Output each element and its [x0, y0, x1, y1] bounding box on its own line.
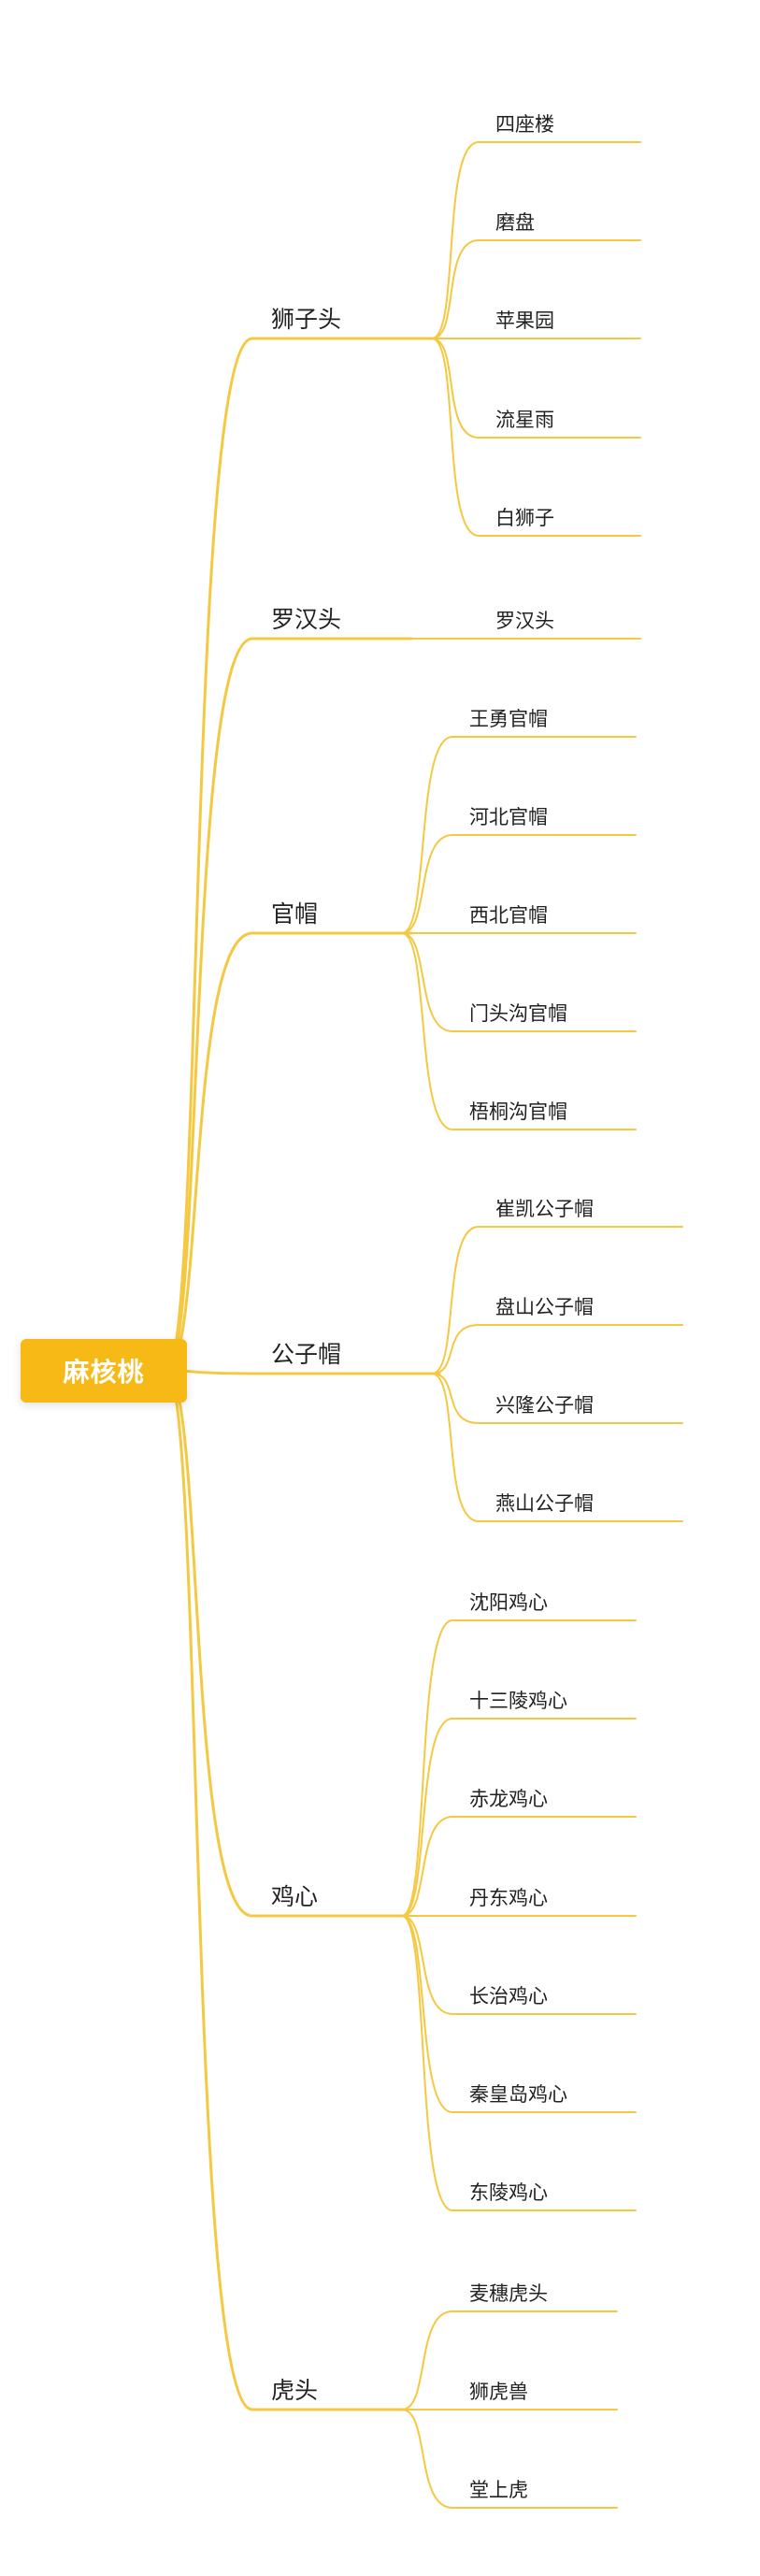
leaf-connector [431, 1324, 683, 1374]
branch-connector [165, 1369, 409, 1918]
leaf-node[interactable]: 堂上虎 [469, 2479, 528, 2501]
leaf-node[interactable]: 崔凯公子帽 [495, 1198, 594, 1220]
leaf-connector [401, 1619, 637, 1917]
branch-node[interactable]: 狮子头 [271, 306, 342, 333]
branch-node[interactable]: 公子帽 [271, 1341, 342, 1368]
branch-connector [165, 1369, 409, 2411]
leaf-node[interactable]: 白狮子 [495, 507, 554, 529]
leaf-connector [401, 932, 637, 1032]
branch-node[interactable]: 虎头 [271, 2377, 319, 2404]
branch-connector [165, 337, 434, 1373]
leaf-node[interactable]: 狮虎兽 [469, 2381, 528, 2403]
leaf-connector [431, 141, 641, 339]
leaf-node[interactable]: 王勇官帽 [469, 708, 548, 730]
leaf-connector [401, 1915, 637, 2211]
root-node[interactable]: 麻核桃 [21, 1339, 187, 1403]
leaf-node[interactable]: 麦穗虎头 [469, 2282, 548, 2305]
leaf-node[interactable]: 沈阳鸡心 [469, 1591, 548, 1614]
leaf-connector [431, 1373, 683, 1522]
branch-connector [165, 637, 413, 1373]
leaf-connector [401, 2310, 618, 2411]
leaf-node[interactable]: 流星雨 [495, 409, 554, 431]
leaf-node[interactable]: 丹东鸡心 [469, 1887, 548, 1909]
leaf-node[interactable]: 十三陵鸡心 [469, 1690, 567, 1712]
branch-node[interactable]: 鸡心 [271, 1883, 319, 1910]
leaf-node[interactable]: 门头沟官帽 [469, 1002, 567, 1025]
leaf-connector [401, 736, 637, 934]
leaf-connector [431, 239, 641, 339]
leaf-node[interactable]: 盘山公子帽 [495, 1296, 594, 1318]
leaf-connector [401, 1816, 637, 1917]
leaf-node[interactable]: 兴隆公子帽 [495, 1394, 594, 1417]
branch-connector [165, 931, 413, 1373]
leaf-node[interactable]: 秦皇岛鸡心 [469, 2083, 567, 2106]
leaf-node[interactable]: 燕山公子帽 [495, 1492, 594, 1515]
branch-connector [165, 1369, 441, 1375]
leaf-connector [431, 338, 641, 537]
leaf-node[interactable]: 东陵鸡心 [469, 2181, 548, 2204]
leaf-node[interactable]: 赤龙鸡心 [469, 1788, 548, 1810]
branch-node[interactable]: 罗汉头 [271, 606, 342, 633]
leaf-connector [401, 1915, 637, 2113]
leaf-connector [431, 1373, 683, 1424]
branch-node[interactable]: 官帽 [271, 900, 319, 928]
root-label: 麻核桃 [63, 1357, 145, 1388]
leaf-node[interactable]: 罗汉头 [495, 610, 554, 632]
leaf-connector [401, 1718, 637, 1917]
leaf-node[interactable]: 西北官帽 [469, 904, 548, 927]
leaf-node[interactable]: 河北官帽 [469, 806, 548, 828]
leaf-connector [401, 1915, 637, 2015]
leaf-connector [431, 1226, 683, 1374]
leaf-connector [401, 932, 637, 1130]
leaf-connector [401, 834, 637, 934]
leaf-node[interactable]: 磨盘 [495, 211, 535, 234]
leaf-node[interactable]: 梧桐沟官帽 [469, 1101, 567, 1123]
leaf-connector [431, 338, 641, 439]
leaf-node[interactable]: 苹果园 [495, 309, 554, 332]
leaf-connector [401, 2409, 618, 2509]
leaf-node[interactable]: 四座楼 [495, 113, 554, 136]
leaf-node[interactable]: 长治鸡心 [469, 1985, 548, 2008]
